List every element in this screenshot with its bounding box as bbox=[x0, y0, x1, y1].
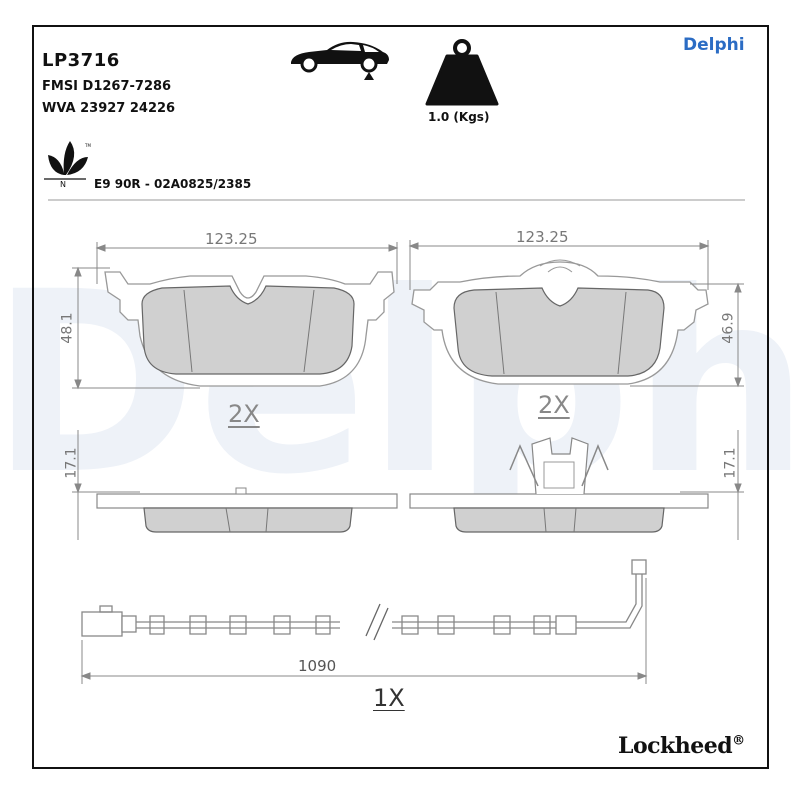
sensor-length-dim: 1090 bbox=[298, 657, 337, 675]
pad-left-side-view bbox=[96, 487, 398, 533]
part-number: LP3716 bbox=[42, 50, 120, 71]
svg-text:TM: TM bbox=[84, 143, 91, 148]
pad-right-thickness-dim: 17.1 bbox=[722, 447, 739, 479]
car-axle-icon bbox=[291, 41, 389, 80]
pad-right-side-view bbox=[409, 437, 709, 533]
lockheed-logo: Lockheed® bbox=[618, 733, 745, 759]
pad-right-width-dim: 123.25 bbox=[516, 228, 569, 246]
eco-leaf-icon: TM bbox=[44, 141, 91, 180]
pad-left-quantity: 2X bbox=[228, 400, 260, 428]
fmsi-code: FMSI D1267-7286 bbox=[42, 79, 172, 94]
pad-right-height-dim: 46.9 bbox=[720, 312, 737, 344]
pad-right-quantity: 2X bbox=[538, 391, 570, 419]
weight-icon bbox=[425, 39, 499, 106]
wear-sensor-wire bbox=[81, 559, 647, 641]
pad-left-height-dim: 48.1 bbox=[59, 312, 76, 344]
sensor-quantity: 1X bbox=[373, 684, 405, 712]
registered-mark: ® bbox=[732, 733, 745, 749]
pad-left-thickness-dim: 17.1 bbox=[63, 447, 80, 479]
pad-left-front-view bbox=[104, 271, 395, 387]
weight-value: 1.0 (Kgs) bbox=[428, 110, 490, 124]
brand-logo: Delphi bbox=[683, 35, 745, 55]
datasheet-frame bbox=[32, 25, 769, 769]
lockheed-text: Lockheed bbox=[618, 733, 733, 759]
wva-code: WVA 23927 24226 bbox=[42, 101, 176, 116]
approval-code: E9 90R - 02A0825/2385 bbox=[94, 177, 252, 191]
eco-leaf-label: N bbox=[60, 180, 66, 189]
pad-left-width-dim: 123.25 bbox=[205, 230, 258, 248]
pad-right-front-view bbox=[411, 259, 709, 385]
